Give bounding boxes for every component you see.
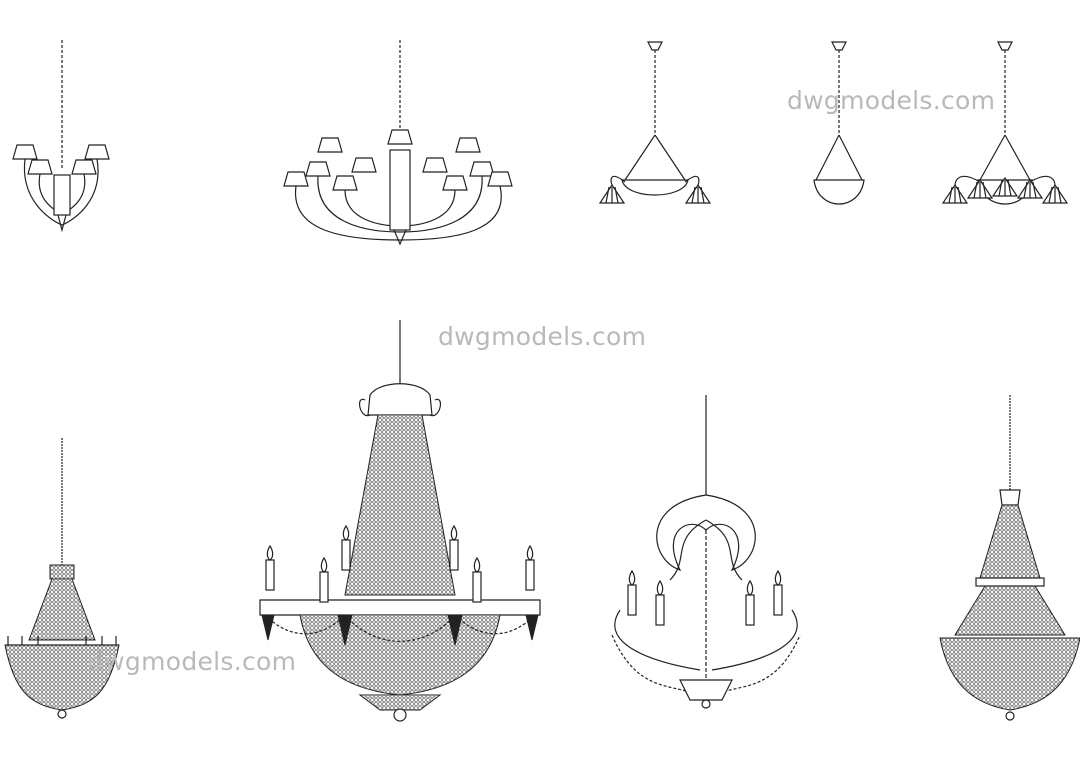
crystal-basket-chandelier-tall bbox=[939, 395, 1080, 721]
pendant-bowl bbox=[813, 41, 865, 205]
watermark-bottom: dwgmodels.com bbox=[88, 647, 297, 676]
baroque-candle-chandelier bbox=[611, 395, 801, 709]
watermark-middle: dwgmodels.com bbox=[438, 322, 647, 351]
chandelier-shaded-two-tier bbox=[283, 40, 513, 246]
crystal-basket-chandelier-small bbox=[4, 438, 120, 719]
pendant-bowl-with-tulip-arms bbox=[599, 41, 711, 204]
pendant-bowl-with-5-tulips bbox=[942, 41, 1068, 205]
watermark-top: dwgmodels.com bbox=[787, 86, 996, 115]
chandelier-shaded-6-arm bbox=[12, 40, 110, 233]
empire-crystal-chandelier-candles bbox=[259, 320, 541, 722]
